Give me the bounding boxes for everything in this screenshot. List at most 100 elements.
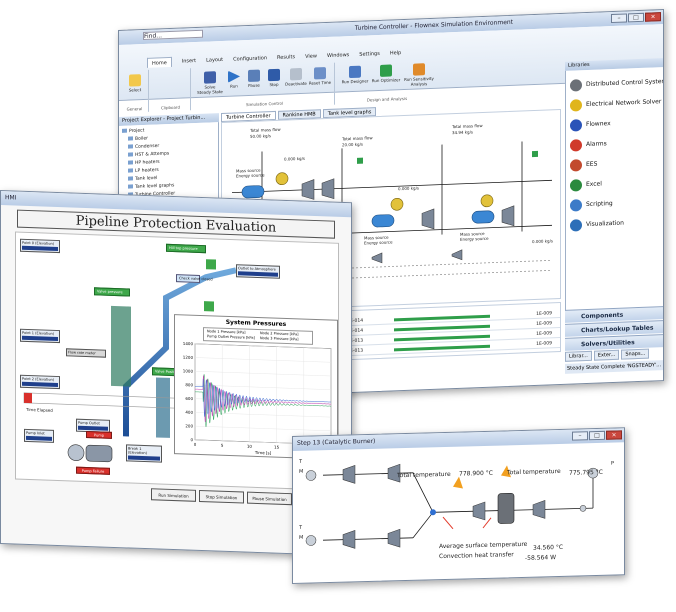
time-elapsed-label: Time Elapsed bbox=[26, 406, 53, 413]
library-item[interactable]: Flownex bbox=[570, 115, 611, 135]
close-button[interactable]: × bbox=[645, 12, 661, 22]
cat-minimize-button[interactable]: – bbox=[572, 431, 588, 441]
library-item[interactable]: Distributed Control System bbox=[570, 73, 664, 95]
check-valve-box: Check valve closed bbox=[176, 274, 213, 283]
tree-item[interactable]: Condenser bbox=[128, 143, 159, 150]
folder-icon bbox=[128, 184, 133, 189]
pipeline-canvas: Hill top pressure Valve pressure Valve P… bbox=[15, 231, 339, 491]
tree-item[interactable]: HST & Attemps bbox=[128, 151, 169, 158]
y-gridline bbox=[195, 398, 331, 404]
canvas-label: 0.000 kg/s bbox=[284, 155, 306, 162]
library-item[interactable]: Visualization bbox=[570, 215, 624, 235]
library-tab[interactable]: Snaps... bbox=[621, 348, 650, 360]
canvas-label: 34.94 kg/s bbox=[452, 129, 474, 136]
select-button[interactable]: Select bbox=[122, 74, 148, 93]
total-temp-value-2: 775.795 °C bbox=[569, 468, 603, 477]
canvas-label: 0.000 kg/s bbox=[532, 238, 554, 245]
tree-item[interactable]: Tank level graphs bbox=[128, 183, 174, 190]
y-tick-label: 0 bbox=[190, 437, 193, 442]
alarms-icon bbox=[570, 138, 582, 152]
x-tick-label: 10 bbox=[247, 444, 253, 449]
library-tab[interactable]: Librar... bbox=[565, 350, 592, 362]
minimize-button[interactable]: – bbox=[611, 13, 627, 24]
library-item[interactable]: Alarms bbox=[570, 135, 607, 154]
tree-item[interactable]: LP heaters bbox=[128, 167, 159, 174]
pipeline-window: HMI Pipeline Protection Evaluation Hill … bbox=[0, 190, 352, 557]
pause-simulation-button[interactable]: Pause Simulation bbox=[247, 491, 292, 506]
tree-item[interactable]: Boiler bbox=[128, 136, 148, 142]
output-tolerance: 1E-009 bbox=[536, 331, 552, 337]
output-tolerance: 1E-009 bbox=[536, 311, 552, 317]
ribbon-tab-settings[interactable]: Settings bbox=[359, 50, 380, 58]
flow-canvas[interactable]: Total mass flow 50.00 kg/s Total mass fl… bbox=[221, 108, 561, 313]
pressure-chart: System Pressures Node 1 Pressure [kPa]No… bbox=[174, 314, 338, 460]
excel-icon bbox=[570, 178, 582, 192]
library-item[interactable]: Scripting bbox=[570, 195, 613, 215]
library-item[interactable]: Electrical Network Solver bbox=[570, 93, 661, 115]
run-sensitivity-button[interactable]: Run Sensitivity Analysis bbox=[403, 63, 435, 87]
y-gridline bbox=[195, 371, 331, 377]
ribbon-tab-view[interactable]: View bbox=[305, 53, 317, 60]
y-tick-label: 800 bbox=[185, 382, 193, 387]
electrical-network-solver-icon bbox=[570, 98, 582, 112]
distributed-control-system-icon bbox=[570, 78, 582, 92]
flownex-icon bbox=[570, 118, 582, 132]
y-tick-label: 1400 bbox=[183, 341, 194, 346]
ribbon-tab-home[interactable]: Home bbox=[147, 56, 172, 68]
convergence-bar bbox=[394, 324, 490, 332]
library-item[interactable]: Excel bbox=[570, 175, 602, 194]
visualization-icon bbox=[570, 218, 582, 232]
folder-icon bbox=[128, 160, 133, 165]
ribbon-tab-help[interactable]: Help bbox=[389, 50, 402, 57]
catalytic-window-title: Step 13 (Catalytic Burner) bbox=[297, 437, 376, 447]
output-tolerance: 1E-009 bbox=[536, 321, 552, 327]
tree-item[interactable]: Tank level bbox=[128, 175, 157, 182]
solve-steady-state-button[interactable]: Solve Steady State bbox=[197, 71, 223, 95]
plot-area bbox=[194, 343, 332, 445]
series-line bbox=[195, 374, 332, 427]
canvas-label: 20.00 kg/s bbox=[342, 141, 364, 148]
run-optimizer-button[interactable]: Run Optimizer bbox=[371, 64, 401, 83]
ribbon-tab-insert[interactable]: Insert bbox=[181, 57, 197, 65]
ribbon-tab-windows[interactable]: Windows bbox=[326, 52, 350, 59]
canvas-label: 0.000 kg/s bbox=[398, 185, 420, 192]
y-tick-label: 200 bbox=[185, 423, 193, 428]
maximize-button[interactable]: □ bbox=[628, 12, 644, 23]
library-item[interactable]: EES bbox=[570, 156, 597, 175]
status-bar: Steady State Complete 'NGSTEADY'... bbox=[565, 359, 664, 374]
deactivate-button[interactable]: Deactivate bbox=[283, 67, 309, 87]
ribbon-tab-configuration[interactable]: Configuration bbox=[233, 55, 268, 63]
file-field[interactable]: Find... bbox=[143, 29, 203, 41]
point-1-box: Point 1 (Elevation) bbox=[20, 328, 60, 344]
series-line bbox=[195, 375, 332, 423]
side-letter: T bbox=[299, 524, 303, 531]
ees-icon bbox=[570, 158, 582, 172]
reset-time-button[interactable]: Reset Time bbox=[307, 67, 333, 86]
series-line bbox=[195, 378, 332, 417]
group-general: Select General bbox=[121, 69, 149, 113]
tree-item[interactable]: HP heaters bbox=[128, 159, 160, 166]
run-simulation-button[interactable]: Run Simulation bbox=[151, 488, 196, 502]
x-tick-label: 15 bbox=[274, 445, 280, 450]
library-tab[interactable]: Exter... bbox=[593, 349, 620, 361]
run-designer-button[interactable]: Run Designer bbox=[341, 65, 369, 84]
group-design-analysis: Run Designer Run Optimizer Run Sensitivi… bbox=[337, 59, 437, 105]
pipeline-window-title: HMI bbox=[5, 194, 17, 202]
pipeline-diagram bbox=[23, 259, 305, 463]
tree-item[interactable]: Project bbox=[122, 128, 144, 134]
y-gridline bbox=[195, 425, 331, 432]
side-letter: M bbox=[299, 468, 304, 475]
cat-maximize-button[interactable]: □ bbox=[589, 430, 605, 441]
cat-close-button[interactable]: × bbox=[606, 430, 622, 440]
chart-plot: 02004006008001000120014000510152025Time … bbox=[183, 341, 334, 456]
catalytic-diagram bbox=[305, 463, 599, 549]
stop-simulation-button[interactable]: Stop Simulation bbox=[199, 489, 244, 504]
group-clipboard: Clipboard bbox=[151, 68, 191, 112]
y-gridline bbox=[195, 357, 331, 363]
ribbon-tab-layout[interactable]: Layout bbox=[206, 56, 224, 64]
ribbon-tab-results[interactable]: Results bbox=[277, 54, 296, 61]
folder-icon bbox=[128, 144, 133, 149]
flow-rate-box: Flow rate meter bbox=[66, 348, 106, 358]
output-tolerance: 1E-009 bbox=[536, 341, 552, 347]
